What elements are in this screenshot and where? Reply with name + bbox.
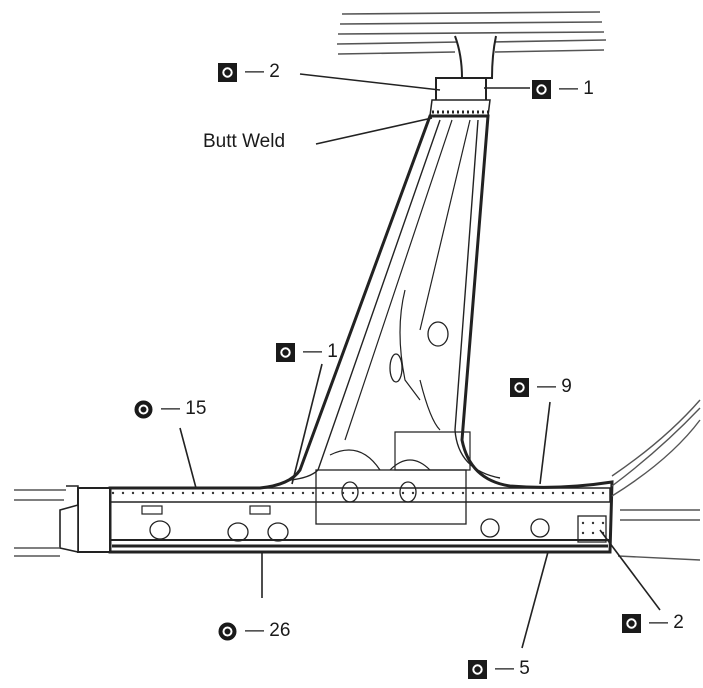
callout-text: — 1 [559,78,594,99]
butt-weld-label: Butt Weld [203,131,286,152]
callout-2-bottom-right: — 2 [622,612,684,634]
callout-2-top: — 2 [218,61,280,83]
callout-text: — 15 [161,398,207,419]
callout-1-top: — 1 [532,78,594,100]
callout-9: — 9 [510,376,572,398]
callout-text: — 9 [537,376,572,397]
pillar-upper [429,35,497,117]
adjacent-panels [14,399,701,561]
square-spot-weld-icon [218,62,237,82]
callout-text: — 2 [649,612,684,633]
pillar-body [108,114,614,554]
callout-text: — 1 [303,341,338,362]
callout-15: — 15 [134,398,206,420]
square-spot-weld-icon [532,79,551,99]
callout-text: — 5 [495,658,530,679]
callout-26: — 26 [218,620,290,642]
square-spot-weld-icon [622,613,641,633]
callout-1-mid: — 1 [276,341,338,363]
square-spot-weld-icon [276,342,295,362]
rocker-panel [59,485,611,553]
callout-5: — 5 [468,658,530,680]
callout-text: — 26 [245,620,291,641]
square-spot-weld-icon [468,659,487,679]
callout-text: — 2 [245,61,280,82]
square-spot-weld-icon [510,377,529,397]
roof-rail [336,11,607,55]
round-spot-weld-icon [134,400,153,419]
leader-lines [179,73,661,649]
round-spot-weld-icon [218,622,237,641]
